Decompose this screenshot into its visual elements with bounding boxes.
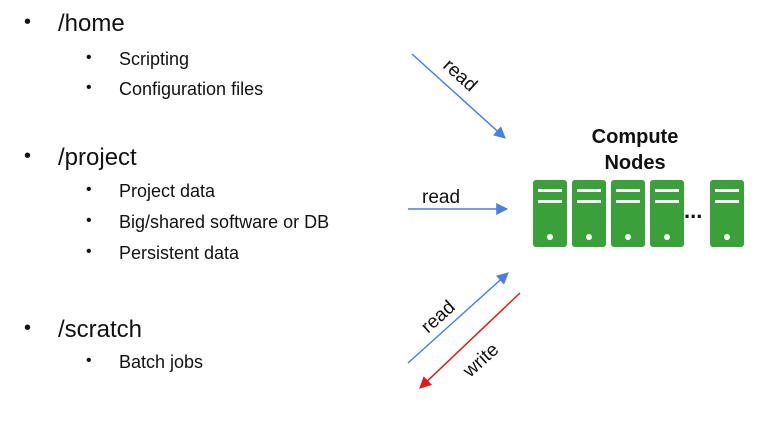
scratch-read-label: read bbox=[417, 297, 459, 338]
compute-title-line2: Nodes bbox=[604, 152, 666, 174]
compute-node-server-icon bbox=[710, 180, 744, 247]
compute-node-server-icon bbox=[533, 180, 567, 247]
compute-nodes-title: Compute Nodes bbox=[575, 124, 695, 176]
bullet: • bbox=[86, 79, 92, 96]
storage-scratch-path: /scratch bbox=[58, 316, 143, 343]
bullet: • bbox=[24, 11, 32, 33]
bullet: • bbox=[86, 49, 92, 66]
compute-node-server-icon bbox=[611, 180, 645, 247]
storage-project-item: Persistent data bbox=[119, 243, 240, 263]
storage-scratch-item: Batch jobs bbox=[119, 352, 204, 372]
scratch-write-arrow bbox=[419, 292, 521, 389]
storage-project-item: Big/shared software or DB bbox=[119, 212, 330, 232]
compute-node-server-icon bbox=[650, 180, 684, 247]
storage-project-path: /project bbox=[58, 144, 137, 171]
storage-project-item: Project data bbox=[119, 181, 216, 201]
compute-nodes-ellipsis: ... bbox=[684, 198, 702, 223]
scratch-read-arrow bbox=[407, 272, 509, 364]
home-read-arrow bbox=[411, 53, 506, 139]
compute-title-line1: Compute bbox=[591, 126, 679, 148]
bullet: • bbox=[86, 212, 92, 229]
bullet: • bbox=[86, 352, 92, 369]
storage-home-item: Configuration files bbox=[119, 79, 264, 99]
storage-home-path: /home bbox=[58, 10, 125, 37]
storage-home-item: Scripting bbox=[119, 49, 190, 69]
project-read-label: read bbox=[422, 187, 460, 208]
bullet: • bbox=[24, 145, 32, 167]
bullet: • bbox=[24, 317, 32, 339]
compute-node-server-icon bbox=[572, 180, 606, 247]
bullet: • bbox=[86, 243, 92, 260]
bullet: • bbox=[86, 181, 92, 198]
home-read-label: read bbox=[439, 55, 481, 96]
